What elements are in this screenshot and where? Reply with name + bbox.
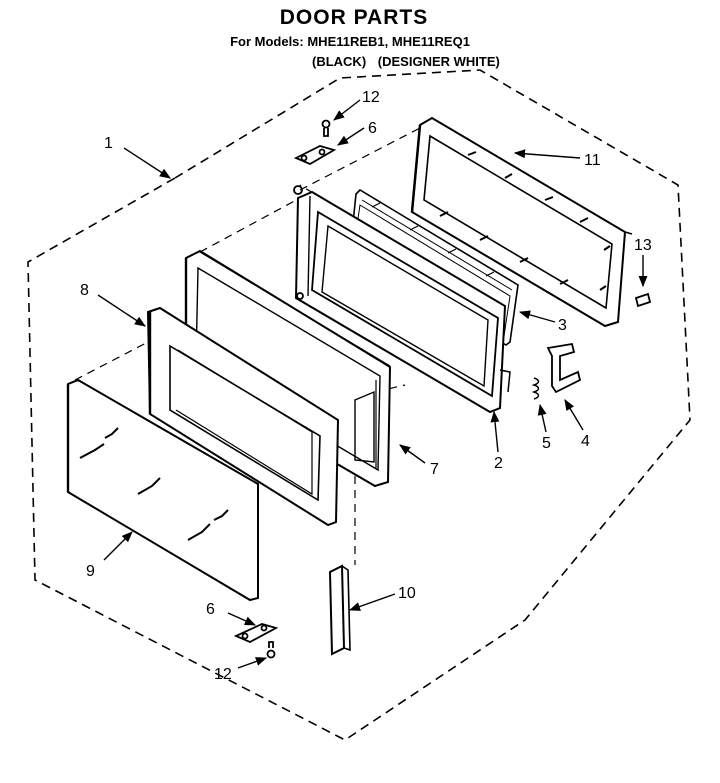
- callout-6-top: 6: [368, 120, 377, 137]
- part-6-hinge-bottom: [233, 623, 279, 643]
- callout-2: 2: [494, 455, 503, 472]
- leader-arrows: [97, 99, 648, 669]
- part-13-screw: [634, 292, 652, 308]
- callout-3: 3: [558, 317, 567, 334]
- callout-13: 13: [634, 237, 652, 254]
- callout-9: 9: [86, 563, 95, 580]
- models-line: For Models: MHE11REB1, MHE11REQ1: [230, 34, 470, 49]
- callout-12-bottom: 12: [214, 666, 232, 683]
- part-9-door-panel: [66, 378, 259, 602]
- callout-12-top: 12: [362, 89, 380, 106]
- callout-4: 4: [581, 433, 590, 450]
- callout-1: 1: [104, 135, 113, 152]
- part-5-spring: [531, 377, 540, 400]
- part-4-latch-bracket: [546, 342, 582, 394]
- model-variants: (BLACK) (DESIGNER WHITE): [312, 54, 508, 69]
- variant-designer-white: (DESIGNER WHITE): [377, 54, 500, 69]
- part-11-door-frame: [410, 116, 633, 328]
- callout-labels: 1 2 3 4 5 6 6 7 8 9 10 11 12 12 13: [80, 89, 652, 683]
- part-12-screw-bottom: [266, 641, 276, 659]
- page-title: DOOR PARTS: [279, 6, 429, 29]
- part-2-inner-door: [293, 185, 511, 414]
- callout-6-bottom: 6: [206, 601, 215, 618]
- callout-5: 5: [542, 435, 551, 452]
- callout-7: 7: [430, 461, 439, 478]
- part-8-door-frame: [146, 306, 340, 527]
- assembly-boundary: [27, 69, 691, 741]
- part-10-handle-trim: [328, 564, 351, 656]
- callout-11: 11: [584, 152, 601, 169]
- part-6-hinge-top: [293, 145, 337, 166]
- callout-10: 10: [398, 585, 416, 602]
- variant-black: (BLACK): [312, 54, 367, 69]
- part-12-screw-top: [321, 119, 331, 137]
- callout-8: 8: [80, 282, 89, 299]
